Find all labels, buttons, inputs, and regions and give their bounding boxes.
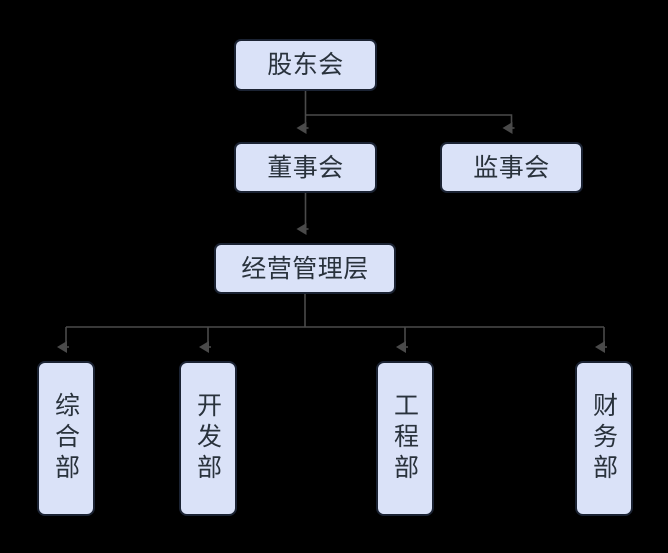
node-board-of-directors[interactable]: 董事会 bbox=[234, 142, 377, 193]
node-board-of-directors-label: 董事会 bbox=[267, 152, 344, 182]
node-engineering-department-label: 工程部 bbox=[390, 392, 420, 485]
edge-management-to-departments bbox=[57, 294, 607, 353]
node-development-department[interactable]: 开发部 bbox=[179, 361, 237, 516]
node-finance-department-label: 财务部 bbox=[589, 392, 619, 485]
node-engineering-department[interactable]: 工程部 bbox=[376, 361, 434, 516]
node-board-of-supervisors[interactable]: 监事会 bbox=[440, 142, 583, 193]
node-management-layer[interactable]: 经营管理层 bbox=[214, 243, 396, 294]
edge-shareholders-to-board bbox=[296, 91, 309, 134]
node-board-of-supervisors-label: 监事会 bbox=[473, 152, 550, 182]
edge-board-to-management bbox=[296, 193, 309, 235]
node-finance-department[interactable]: 财务部 bbox=[575, 361, 633, 516]
node-general-affairs-department[interactable]: 综合部 bbox=[37, 361, 95, 516]
node-shareholders[interactable]: 股东会 bbox=[234, 39, 377, 91]
edge-shareholders-to-supervisors bbox=[305, 114, 515, 134]
node-general-affairs-department-label: 综合部 bbox=[51, 392, 81, 485]
node-management-layer-label: 经营管理层 bbox=[241, 253, 369, 283]
node-shareholders-label: 股东会 bbox=[267, 50, 344, 80]
node-development-department-label: 开发部 bbox=[193, 392, 223, 485]
